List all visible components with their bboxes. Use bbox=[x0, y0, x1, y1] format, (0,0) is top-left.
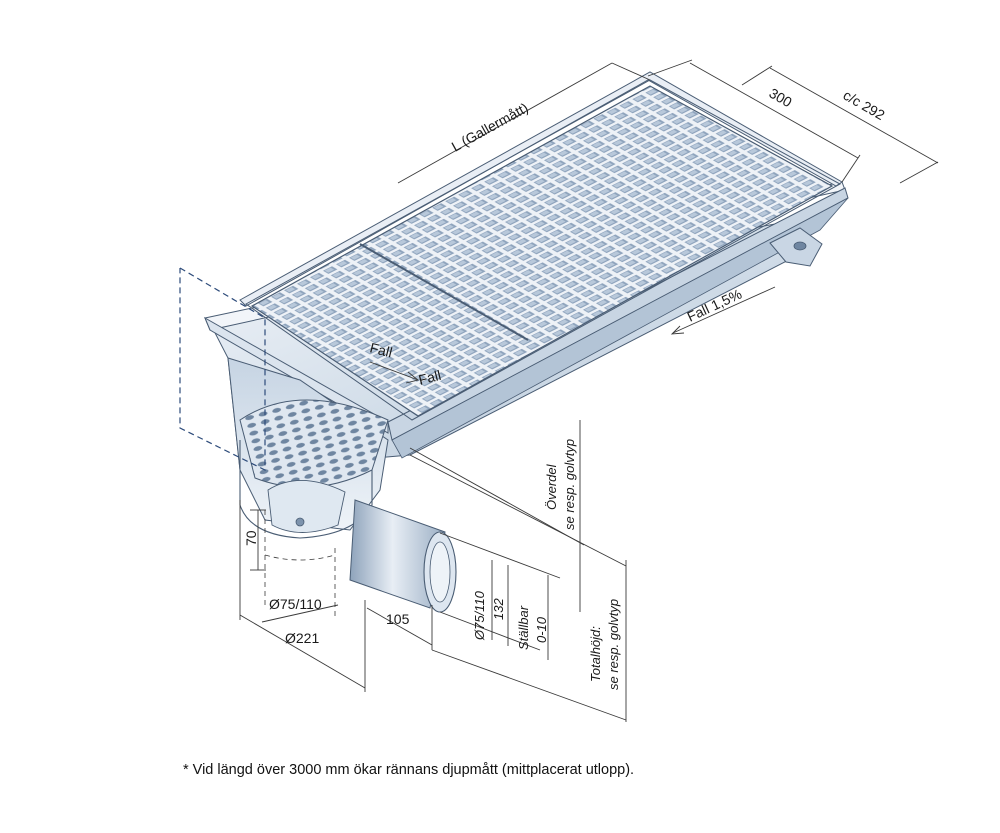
dimension-lines bbox=[239, 59, 939, 722]
cc-label: c/c 292 bbox=[841, 87, 888, 124]
width-label: 300 bbox=[767, 85, 795, 111]
dim-d75-110-left-label: Ø75/110 bbox=[269, 596, 322, 612]
grating bbox=[245, 79, 842, 421]
fall-label-2: Fall bbox=[417, 367, 443, 388]
dim-d221-label: Ø221 bbox=[285, 630, 319, 646]
mounting-bracket bbox=[769, 227, 823, 267]
totalhojd-label-1: Totalhöjd: bbox=[588, 626, 603, 682]
fall-label-1: Fall bbox=[368, 339, 394, 360]
outlet-pipe bbox=[349, 499, 457, 613]
dim-70-label: 70 bbox=[243, 530, 259, 546]
section-marker bbox=[179, 267, 266, 471]
overdel-label-1: Överdel bbox=[544, 463, 559, 510]
dim-105-label: 105 bbox=[386, 611, 410, 627]
stallbar-label-1: Ställbar bbox=[516, 605, 531, 650]
lower-pipe-outline bbox=[264, 510, 336, 620]
dim-132-label: 132 bbox=[491, 598, 506, 620]
drain-bowl bbox=[227, 357, 389, 539]
overdel-label-2: se resp. golvtyp bbox=[562, 439, 577, 530]
footnote: * Vid längd över 3000 mm ökar rännans dj… bbox=[183, 762, 635, 778]
stallbar-label-2: 0-10 bbox=[534, 616, 549, 643]
totalhojd-label-2: se resp. golvtyp bbox=[606, 599, 621, 690]
dim-d75-110-right-label: Ø75/110 bbox=[472, 590, 487, 641]
